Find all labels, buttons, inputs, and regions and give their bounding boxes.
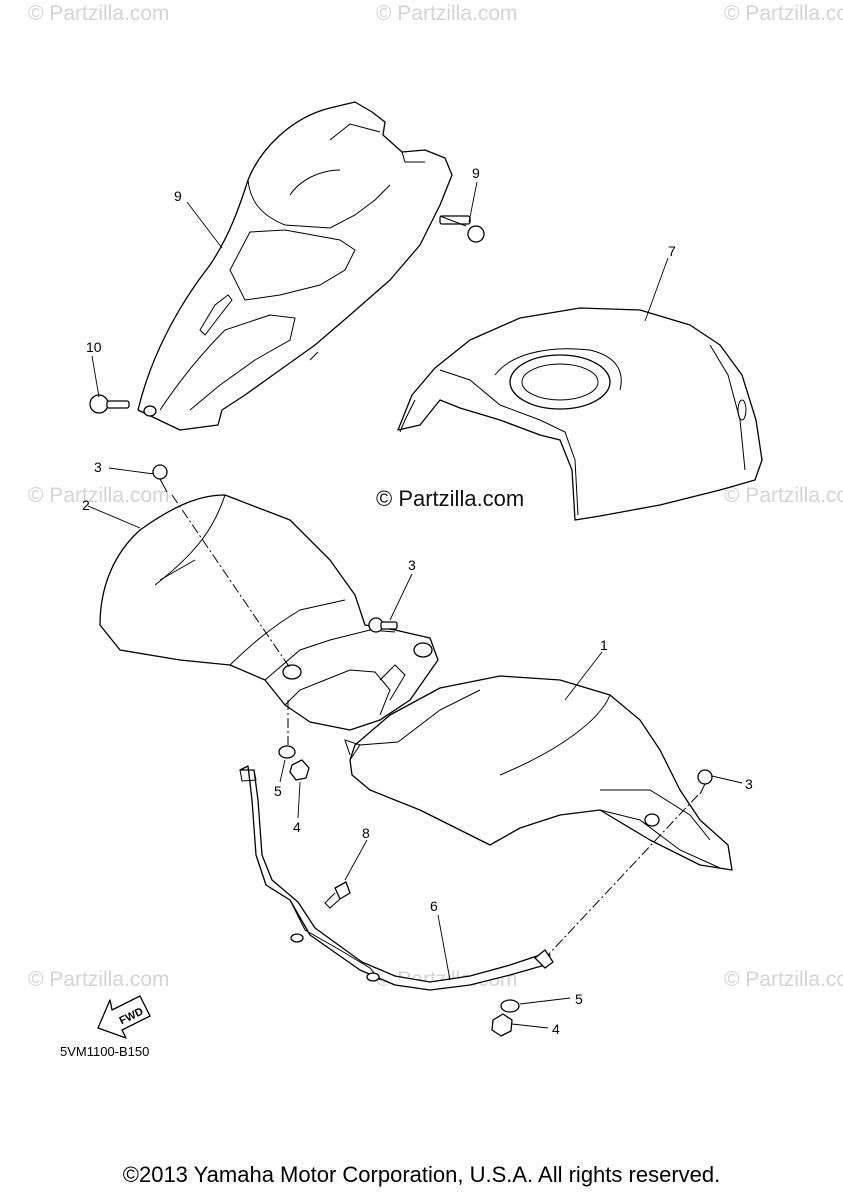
- callout-9-right: 9: [472, 165, 480, 181]
- bolt-part-3-mid: [368, 617, 398, 633]
- fwd-arrow-icon: FWD: [97, 995, 151, 1039]
- diagram-code: 5VM1100-B150: [60, 1044, 150, 1059]
- callout-10: 7: [668, 243, 676, 259]
- side-cover-part-1: [344, 675, 733, 871]
- bolt-part-9-left: [89, 394, 157, 417]
- side-cover-part-2: [99, 494, 439, 731]
- callout-2: 2: [82, 497, 90, 513]
- leader-lines: [87, 181, 743, 1029]
- watermark-top-center: © Partzilla.com: [376, 2, 518, 25]
- callout-9-left: 10: [86, 339, 102, 355]
- bolt-part-7: [324, 881, 351, 909]
- callout-1: 1: [600, 637, 608, 653]
- watermark-top-left: © Partzilla.com: [28, 2, 170, 25]
- callout-5-left: 5: [274, 783, 282, 799]
- tank-cover-part-10: [397, 307, 763, 521]
- watermark-low-left: © Partzilla.com: [28, 968, 170, 991]
- callout-4-right: 4: [552, 1021, 560, 1037]
- watermark-mid-left: © Partzilla.com: [28, 484, 170, 507]
- bolt-part-9-right: [439, 215, 485, 243]
- callout-3-top: 3: [94, 459, 102, 475]
- center-watermark: © Partzilla.com: [376, 486, 525, 511]
- callout-4-left: 4: [293, 819, 301, 835]
- front-cowl-part-8: [137, 101, 453, 431]
- callout-8: 9: [174, 188, 182, 204]
- watermark-top-right: © Partzilla.com: [724, 2, 843, 25]
- callout-3-mid: 3: [408, 557, 416, 573]
- bolt-part-3-top: [152, 464, 168, 493]
- bolt-part-3-right: [697, 769, 713, 795]
- bracket-part-6: [239, 765, 554, 991]
- callout-3-right: 3: [745, 776, 753, 792]
- callout-5-right: 5: [575, 991, 583, 1007]
- watermark-low-right: © Partzilla.com: [724, 968, 843, 991]
- watermark-mid-right: © Partzilla.com: [724, 484, 843, 507]
- alignment-line-2: [547, 794, 699, 956]
- alignment-line-1: [171, 494, 291, 669]
- copyright-footer: ©2013 Yamaha Motor Corporation, U.S.A. A…: [122, 1162, 721, 1187]
- washer-part-5-left: [278, 745, 296, 759]
- washer-part-5-right: [500, 999, 520, 1013]
- nut-part-4-right: [491, 1013, 513, 1037]
- callout-7: 8: [362, 825, 370, 841]
- nut-part-4-left: [289, 759, 310, 781]
- callout-6: 6: [430, 898, 438, 914]
